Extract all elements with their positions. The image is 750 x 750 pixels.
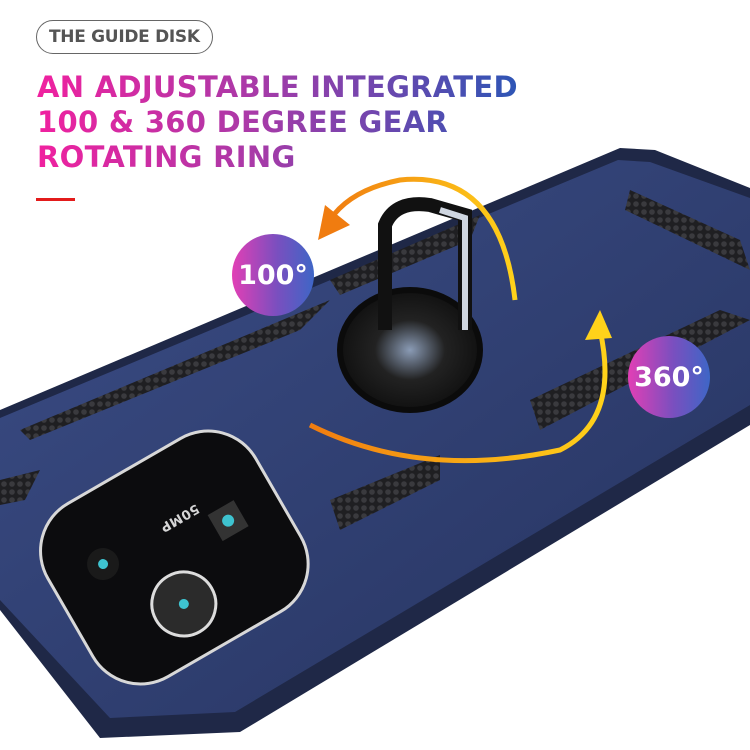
rotation-arrows bbox=[308, 176, 612, 464]
headline-line-1: AN ADJUSTABLE INTEGRATED bbox=[37, 70, 518, 104]
badge-100-degree: 100° bbox=[232, 234, 314, 316]
headline-line-3: ROTATING RING bbox=[37, 140, 296, 174]
accent-divider bbox=[36, 198, 75, 201]
headline-line-2: 100 & 360 DEGREE GEAR bbox=[37, 105, 449, 139]
camera-module bbox=[39, 429, 310, 686]
ring-holder bbox=[337, 197, 483, 413]
badge-360-degree: 360° bbox=[628, 336, 710, 418]
tag-label: THE GUIDE DISK bbox=[36, 20, 213, 54]
headline: AN ADJUSTABLE INTEGRATED 100 & 360 DEGRE… bbox=[37, 70, 518, 175]
